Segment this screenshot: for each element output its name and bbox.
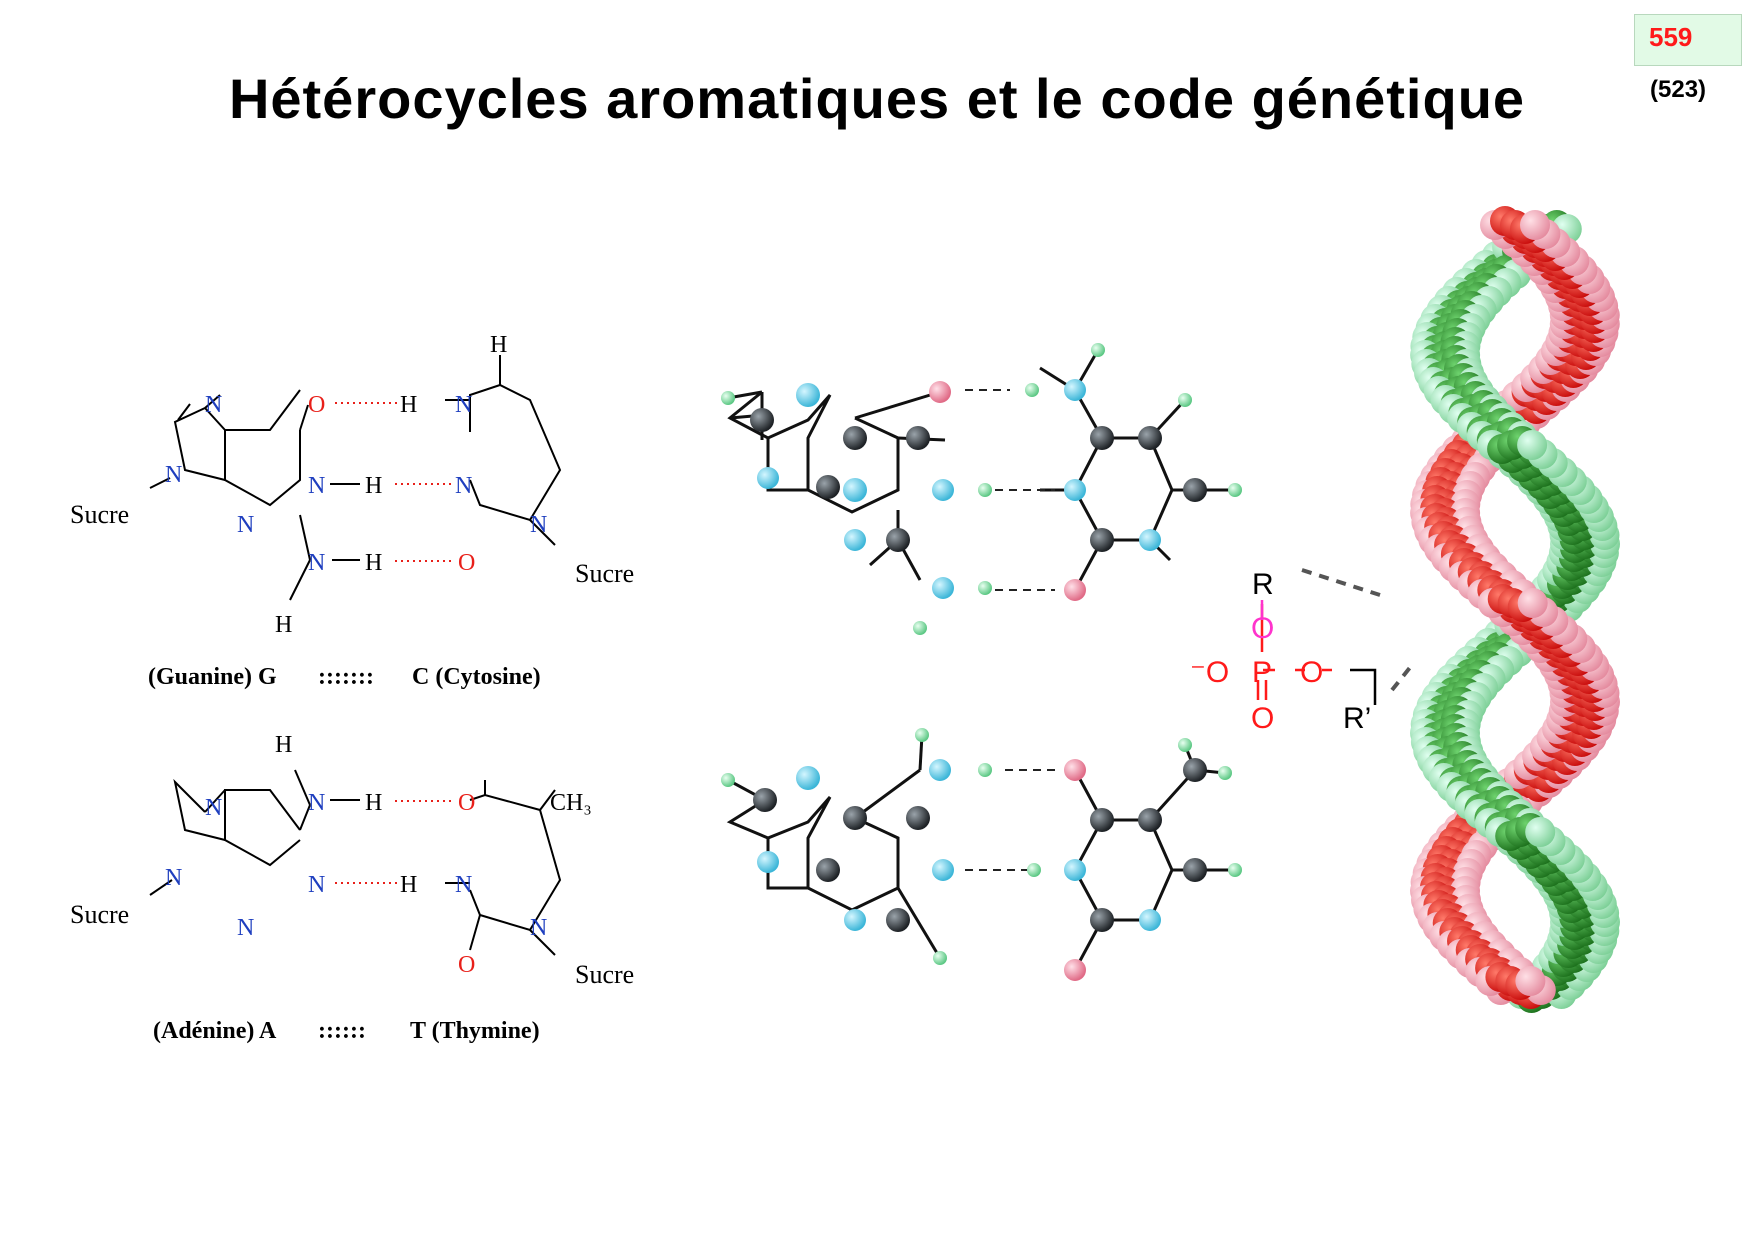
at-caption-right: T (Thymine) [410,1018,540,1044]
gc-h-top: H [400,392,417,418]
at-ball-stick-model [721,728,1242,981]
gc-n-top: N [455,392,472,418]
gc-sugar-left: Sucre [70,500,129,529]
at-methyl: CH₃ [550,790,592,816]
gc-n-guan-1: N [308,473,325,499]
gc-caption-dots: ::::::: [318,664,374,690]
helix-atom [1517,430,1548,460]
gc-h-mid: H [365,473,382,499]
at-n3-thy: N [455,872,472,898]
gc-o-bot: O [458,550,475,576]
at-sugar-left: Sucre [70,900,129,929]
gc-h-topmost: H [490,332,507,358]
adenine-bonds [149,769,360,896]
at-sugar-right: Sucre [575,960,634,989]
phosphate-o-right: O [1300,656,1323,689]
at-caption-dots: :::::: [318,1018,366,1044]
gc-n-cyt-3: N [455,473,472,499]
phosphate-o-neg: ⁻O [1190,656,1229,689]
guanine-bonds [149,389,360,601]
phosphate-p: P [1252,656,1272,689]
page-title: Hétérocycles aromatiques et le code géné… [228,67,1526,130]
page-number-box [1634,14,1742,66]
helix-atom [1525,817,1556,847]
phosphate-o-link: O [1251,612,1274,645]
phosphate-r-top: R [1252,568,1274,601]
gc-n1-cyt: N [530,512,547,538]
gc-n3: N [237,512,254,538]
gc-sugar-right: Sucre [575,559,634,588]
page-number-alt: (523) [1650,76,1707,103]
gc-caption-left: (Guanine) G [148,664,277,690]
dna-helix-atoms [1410,206,1620,1013]
phosphate-r-prime: R’ [1343,702,1371,735]
gc-ball-stick-model [721,343,1242,635]
gc-caption-right: C (Cytosine) [412,664,541,690]
at-hbonds [335,800,455,884]
at-h-amino: H [365,790,382,816]
at-h-mid: H [400,872,417,898]
at-o-top: O [458,790,475,816]
gc-h-bot: H [365,550,382,576]
phosphate-o-double: O [1251,702,1274,735]
gc-n7: N [205,392,222,418]
thymine-bonds [445,780,562,956]
at-n1-thy: N [530,915,547,941]
gc-o-top: O [308,392,325,418]
gc-h-bottom: H [275,612,292,638]
cytosine-bonds [445,355,562,546]
helix-atom [1515,966,1546,996]
at-n9: N [165,865,182,891]
gc-n-guan-2: N [308,550,325,576]
helix-atom [1517,588,1548,618]
at-n-amino: N [308,790,325,816]
at-caption-left: (Adénine) A [153,1018,277,1044]
page-number: 559 [1649,22,1693,52]
at-h-top: H [275,732,292,758]
helix-atom [1520,210,1550,240]
at-n7: N [205,795,222,821]
at-n3: N [237,915,254,941]
gc-hbonds [335,402,455,562]
gc-n9: N [165,462,182,488]
at-n1-ade: N [308,872,325,898]
at-o-bot: O [458,952,475,978]
